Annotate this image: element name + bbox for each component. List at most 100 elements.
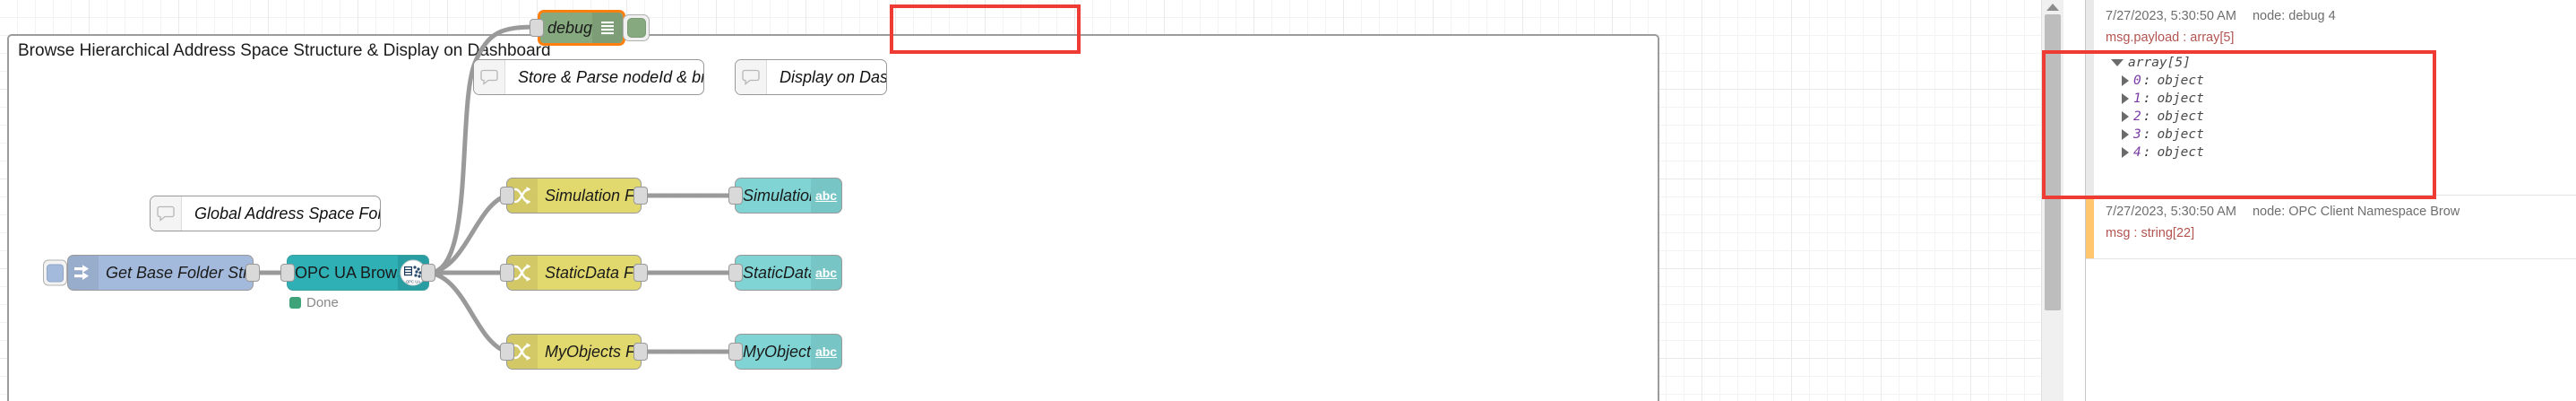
node-output-port[interactable]: [633, 343, 648, 361]
canvas-vertical-scrollbar[interactable]: [2041, 0, 2063, 401]
tree-item-row[interactable]: 0 : object: [2106, 72, 2568, 90]
tree-item-colon: :: [2142, 92, 2151, 106]
comment-bubble-icon: [151, 196, 182, 231]
debug-message-header: 7/27/2023, 5:30:50 AM node: debug 4: [2106, 9, 2568, 23]
switch-node-myobjects-folder[interactable]: MyObjects Folder: [500, 334, 648, 370]
debug-message-timestamp: 7/27/2023, 5:30:50 AM: [2106, 9, 2236, 23]
tree-item-index: 0: [2133, 74, 2141, 88]
debug-message-source-node: node: OPC Client Namespace Brow: [2252, 205, 2460, 219]
tree-item-index: 3: [2133, 127, 2141, 142]
tree-item-row[interactable]: 3 : object: [2106, 126, 2568, 144]
tree-item-row[interactable]: 4 : object: [2106, 144, 2568, 161]
comment-label: Global Address Space Folder Browse: [194, 204, 380, 222]
node-output-port[interactable]: [633, 187, 648, 205]
node-output-port[interactable]: [633, 264, 648, 282]
comment-label: Store & Parse nodeId & browseName: [518, 67, 703, 86]
ui-text-node-staticdata[interactable]: StaticData abc: [728, 255, 842, 291]
svg-text:OPC UA: OPC UA: [406, 280, 420, 284]
debug-message-tree[interactable]: array[5] 0 : object 1 : object 2: [2106, 54, 2568, 161]
tree-item-value: object: [2157, 109, 2204, 124]
switch-node-staticdata-folder[interactable]: StaticData Folder: [500, 255, 648, 291]
node-input-port[interactable]: [500, 343, 514, 361]
link-in-indicator: [47, 264, 64, 282]
node-input-port[interactable]: [728, 187, 743, 205]
debug-message-2[interactable]: 7/27/2023, 5:30:50 AM node: OPC Client N…: [2086, 196, 2576, 259]
tree-root-row[interactable]: array[5]: [2106, 54, 2568, 72]
chevron-right-icon[interactable]: [2122, 75, 2129, 86]
debug-message-1[interactable]: 7/27/2023, 5:30:50 AM node: debug 4 msg.…: [2086, 0, 2576, 196]
link-in-arrow-icon: [68, 256, 99, 290]
debug-lines-icon: [592, 13, 623, 43]
node-input-port[interactable]: [728, 343, 743, 361]
tree-item-colon: :: [2142, 74, 2151, 88]
chevron-right-icon[interactable]: [2122, 147, 2129, 158]
chevron-right-icon[interactable]: [2122, 111, 2129, 122]
ui-text-node-label: MyObjects: [743, 342, 811, 361]
comment-node-store-parse[interactable]: Store & Parse nodeId & browseName: [473, 59, 704, 95]
tree-item-colon: :: [2142, 145, 2151, 160]
link-in-node-get-base-folder-structure[interactable]: Get Base Folder Structure ¹: [43, 255, 260, 291]
debug-node-toggle-button[interactable]: [623, 14, 650, 41]
abc-icon-text: abc: [814, 266, 838, 280]
tree-root-label: array[5]: [2128, 56, 2191, 70]
tree-item-index: 2: [2133, 109, 2141, 124]
tree-item-colon: :: [2142, 127, 2151, 142]
debug-message-header: 7/27/2023, 5:30:50 AM node: OPC Client N…: [2106, 205, 2568, 219]
node-input-port[interactable]: [530, 19, 544, 37]
comment-node-global-address-space[interactable]: Global Address Space Folder Browse: [150, 196, 381, 231]
node-output-port[interactable]: [421, 264, 435, 282]
ui-text-node-myobjects[interactable]: MyObjects abc: [728, 334, 842, 370]
tree-item-row[interactable]: 2 : object: [2106, 108, 2568, 126]
node-input-port[interactable]: [500, 264, 514, 282]
ui-text-node-label: StaticData: [743, 263, 811, 282]
tree-item-colon: :: [2142, 109, 2151, 124]
debug-node-label: debug 4: [547, 18, 592, 37]
debug-message-timestamp: 7/27/2023, 5:30:50 AM: [2106, 205, 2236, 219]
flow-group-label: Browse Hierarchical Address Space Struct…: [18, 41, 551, 60]
opcua-browser-status: Done: [289, 295, 339, 310]
ui-text-node-simulation[interactable]: Simulation abc: [728, 178, 842, 214]
chevron-down-icon[interactable]: [2111, 59, 2124, 66]
link-in-node-label: Get Base Folder Structure ¹: [106, 263, 253, 282]
debug-message-source-node: node: debug 4: [2252, 9, 2336, 23]
switch-node-label: StaticData Folder: [545, 263, 641, 282]
debug-message-property: msg : string[22]: [2106, 226, 2195, 240]
abc-icon: abc: [811, 179, 841, 213]
debug-message-accent-bar: [2086, 196, 2094, 258]
tree-item-row[interactable]: 1 : object: [2106, 90, 2568, 108]
link-in-button[interactable]: [43, 259, 67, 286]
node-input-port[interactable]: [500, 187, 514, 205]
chevron-right-icon[interactable]: [2122, 93, 2129, 104]
switch-node-label: MyObjects Folder: [545, 342, 641, 361]
switch-node-label: Simulation Folder: [545, 186, 641, 205]
abc-icon-text: abc: [814, 344, 838, 359]
comment-label: Display on Dashboard: [780, 67, 886, 86]
node-output-port[interactable]: [246, 264, 260, 282]
status-dot-icon: [289, 297, 301, 309]
switch-node-simulation-folder[interactable]: Simulation Folder: [500, 178, 648, 214]
abc-icon-text: abc: [814, 188, 838, 203]
tree-item-value: object: [2157, 92, 2204, 106]
tree-item-index: 1: [2133, 92, 2141, 106]
comment-bubble-icon: [736, 60, 767, 94]
flow-canvas[interactable]: Browse Hierarchical Address Space Struct…: [0, 0, 2063, 401]
chevron-right-icon[interactable]: [2122, 129, 2129, 140]
debug-sidebar-panel[interactable]: 7/27/2023, 5:30:50 AM node: debug 4 msg.…: [2085, 0, 2576, 401]
abc-icon: abc: [811, 256, 841, 290]
node-input-port[interactable]: [728, 264, 743, 282]
tree-item-value: object: [2157, 145, 2204, 160]
status-label: Done: [306, 295, 339, 310]
comment-node-display-dashboard[interactable]: Display on Dashboard: [735, 59, 887, 95]
tree-item-index: 4: [2133, 145, 2141, 160]
abc-icon: abc: [811, 335, 841, 369]
opcua-browser-node[interactable]: OPC UA Browser: [280, 255, 435, 310]
debug-message-accent-bar: [2086, 0, 2094, 195]
comment-bubble-icon: [474, 60, 505, 94]
opcua-browser-label: OPC UA Browser: [295, 263, 398, 282]
debug-node-debug4[interactable]: debug 4: [530, 10, 650, 46]
scrollbar-thumb[interactable]: [2045, 14, 2061, 310]
debug-toggle-indicator: [626, 18, 646, 38]
scroll-up-arrow-icon[interactable]: [2046, 4, 2059, 11]
node-input-port[interactable]: [280, 264, 295, 282]
